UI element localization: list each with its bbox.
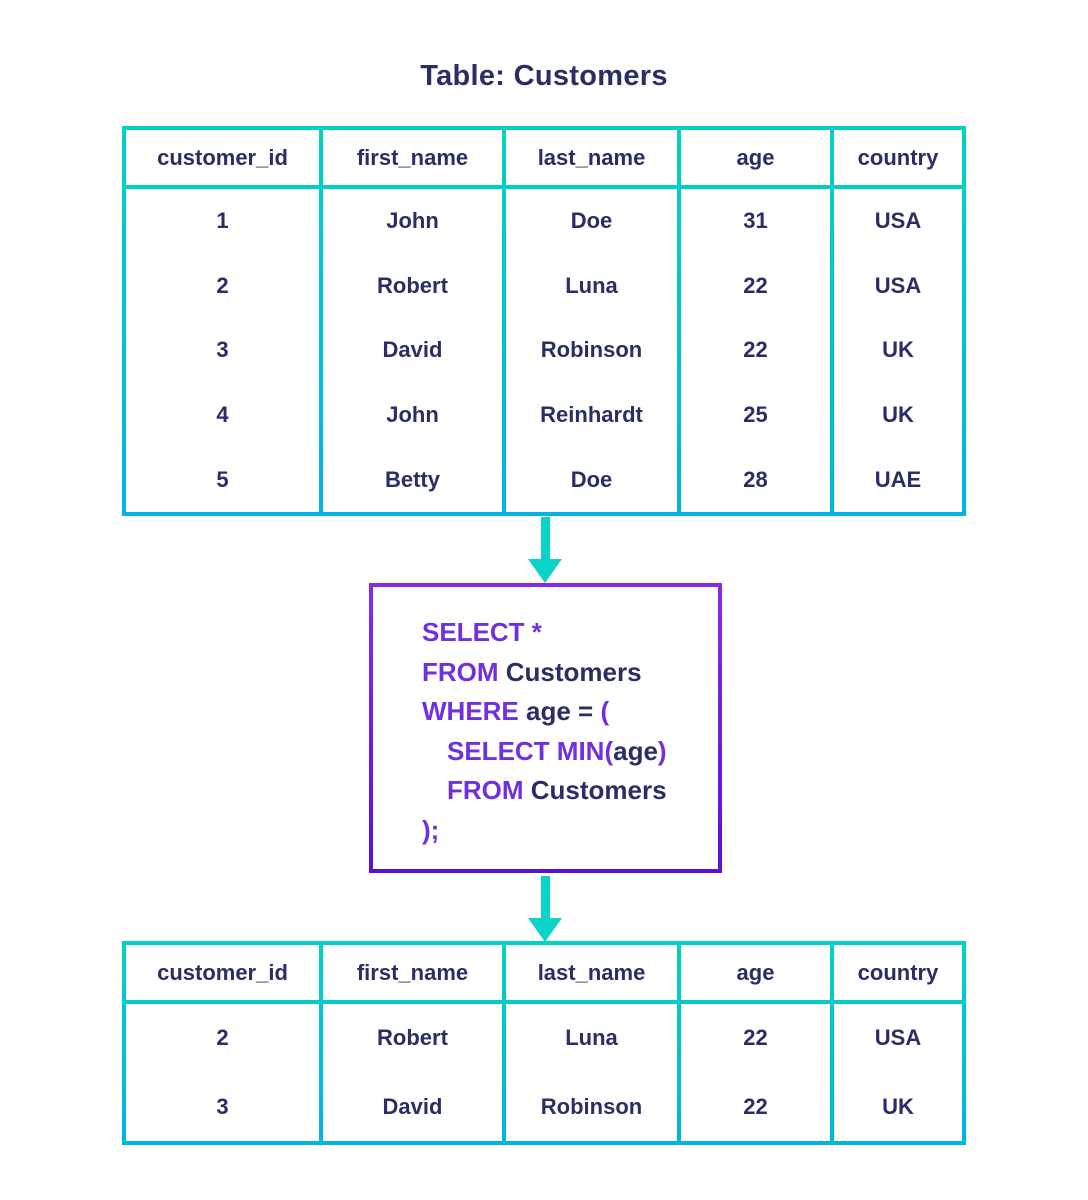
cell-value: Doe xyxy=(570,208,613,234)
sql-keyword: FROM xyxy=(422,656,499,687)
sql-keyword: ) xyxy=(657,735,667,766)
cell-value: 22 xyxy=(743,1025,768,1051)
sql-line: WHERE age = ( xyxy=(422,692,712,732)
column-header-age: age xyxy=(681,130,830,185)
cell-value: Robinson xyxy=(540,1093,643,1119)
sql-keyword: SELECT * xyxy=(422,617,542,647)
sql-identifier: age = xyxy=(518,696,601,726)
table-column-age: 31 22 22 25 28 xyxy=(681,189,830,512)
cell-value: 25 xyxy=(743,402,768,428)
cell-value: Robert xyxy=(377,1025,448,1051)
cell-value: USA xyxy=(874,208,922,234)
cell-value: 2 xyxy=(216,272,229,298)
cell-value: UK xyxy=(882,402,914,428)
column-header-first_name: first_name xyxy=(323,945,502,1000)
cell-value: UK xyxy=(882,1093,914,1119)
cell-value: David xyxy=(382,1093,443,1119)
sql-keyword: FROM xyxy=(447,775,524,805)
cell-value: Reinhardt xyxy=(540,402,643,428)
cell-value: David xyxy=(382,337,443,363)
sql-line: FROM Customers xyxy=(422,771,712,811)
cell-value: Luna xyxy=(565,272,618,298)
arrow-down-icon xyxy=(528,876,562,942)
arrow-head xyxy=(528,559,562,583)
column-header-country: country xyxy=(834,945,962,1000)
sql-identifier: Customers xyxy=(523,775,667,805)
cell-value: 28 xyxy=(743,466,768,492)
arrow-down-icon xyxy=(528,517,562,583)
sql-line: SELECT MIN(age) xyxy=(422,732,712,772)
column-header-country: country xyxy=(834,130,962,185)
arrow-shaft xyxy=(540,876,550,918)
cell-value: USA xyxy=(874,272,922,298)
sql-line: FROM Customers xyxy=(422,653,712,693)
sql-keyword: ); xyxy=(422,814,440,845)
sql-keyword: WHERE xyxy=(422,696,519,726)
cell-value: 22 xyxy=(743,272,768,298)
cell-value: Robert xyxy=(377,272,448,298)
cell-value: 4 xyxy=(216,402,229,428)
cell-value: UK xyxy=(882,337,914,363)
cell-value: Luna xyxy=(565,1025,618,1051)
cell-value: John xyxy=(386,208,439,234)
sql-identifier: age xyxy=(613,735,658,766)
sql-line: SELECT * xyxy=(422,613,712,653)
column-header-first_name: first_name xyxy=(323,130,502,185)
cell-value: USA xyxy=(874,1025,922,1051)
arrow-head xyxy=(528,918,562,942)
sql-keyword: ( xyxy=(600,696,610,726)
column-header-age: age xyxy=(681,945,830,1000)
cell-value: 22 xyxy=(743,337,768,363)
cell-value: Robinson xyxy=(540,337,643,363)
column-header-last_name: last_name xyxy=(506,130,677,185)
cell-value: 1 xyxy=(216,208,229,234)
cell-value: 5 xyxy=(216,466,229,492)
column-header-customer_id: customer_id xyxy=(126,945,319,1000)
table-column-customer_id: 1 2 3 4 5 xyxy=(126,189,319,512)
table-column-country: USA USA UK UK UAE xyxy=(834,189,962,512)
table-column-age: 22 22 xyxy=(681,1004,830,1141)
cell-value: Betty xyxy=(384,466,440,492)
cell-value: 3 xyxy=(216,337,229,363)
cell-value: 22 xyxy=(743,1093,768,1119)
sql-identifier: Customers xyxy=(498,656,642,687)
cell-value: UAE xyxy=(874,466,922,492)
sql-keyword: SELECT MIN( xyxy=(447,735,614,766)
arrow-shaft xyxy=(540,517,550,559)
cell-value: 31 xyxy=(743,208,768,234)
cell-value: 3 xyxy=(216,1093,229,1119)
cell-value: Doe xyxy=(570,466,613,492)
cell-value: 2 xyxy=(216,1025,229,1051)
sql-line: ); xyxy=(422,811,712,851)
cell-value: John xyxy=(386,402,439,428)
table-column-country: USA UK xyxy=(834,1004,962,1141)
table-title: Table: Customers xyxy=(420,60,668,92)
column-header-last_name: last_name xyxy=(506,945,677,1000)
column-header-customer_id: customer_id xyxy=(126,130,319,185)
